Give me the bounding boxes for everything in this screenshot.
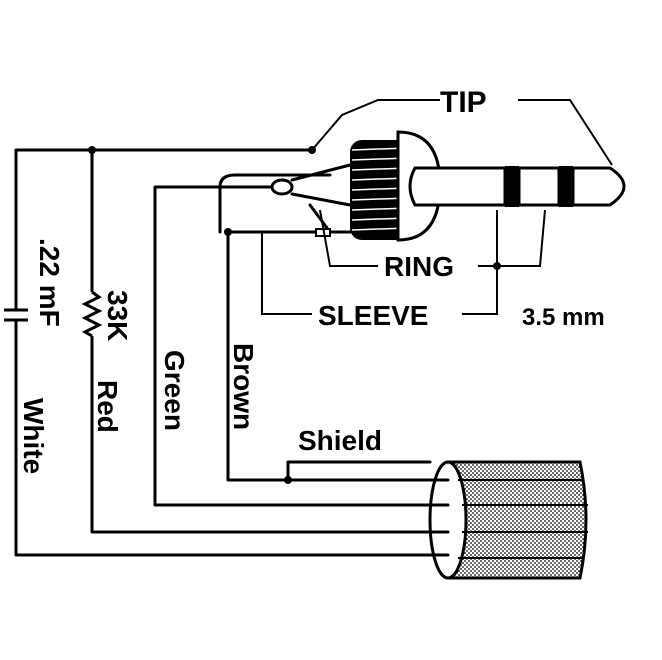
plug-size-label: 3.5 mm [522, 304, 605, 331]
white-wire [14, 148, 450, 557]
resistor-value-label: 33K [102, 290, 133, 341]
junction-dot [224, 228, 232, 236]
red-wire-label: Red [92, 380, 123, 433]
cable [428, 460, 588, 580]
sleeve-callout [261, 232, 312, 315]
ring-label: RING [384, 251, 454, 282]
tip-label: TIP [440, 86, 487, 119]
white-wire-label: White [18, 398, 49, 474]
green-wire-label: Green [159, 350, 190, 431]
junction-dot [284, 476, 292, 484]
capacitor-value-label: .22 mF [34, 238, 65, 327]
plug-3-5mm [218, 130, 626, 242]
junction-dot [88, 146, 96, 154]
green-wire [153, 185, 450, 507]
capacitor-symbol [4, 308, 28, 322]
brown-wire-label: Brown [228, 343, 259, 430]
tip-callout [311, 99, 440, 151]
resistor-symbol [81, 290, 103, 338]
red-wire [90, 148, 450, 534]
ring-callout [319, 209, 378, 267]
shield-wire [286, 460, 432, 482]
cable-end [428, 460, 468, 580]
brown-wire [226, 230, 450, 482]
sleeve-label: SLEEVE [318, 300, 428, 331]
shield-label: Shield [298, 425, 382, 456]
